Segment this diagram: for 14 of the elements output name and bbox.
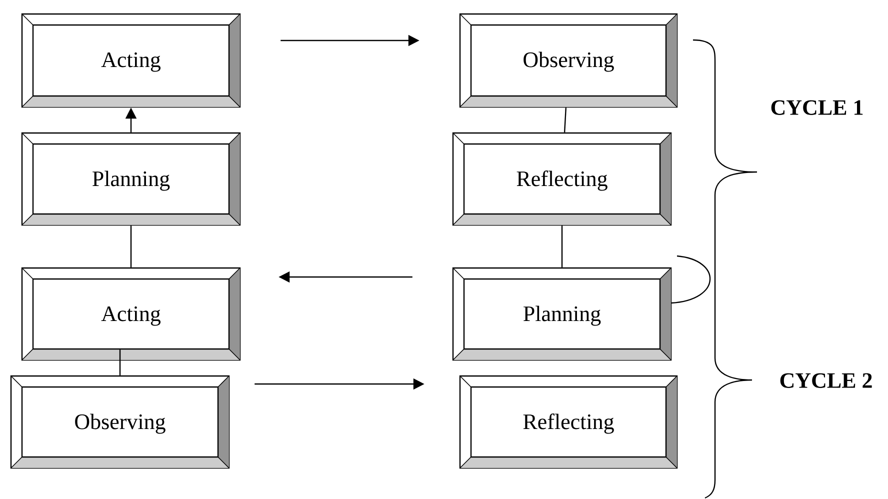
bevel-box: Observing (10, 375, 230, 469)
connector-line (119, 350, 121, 376)
connector-line (130, 226, 132, 268)
bevel-box: Acting (21, 267, 241, 361)
bevel-box: Observing (459, 13, 678, 108)
cycle-label: CYCLE 1 (771, 100, 863, 115)
bevel-box: Acting (21, 13, 241, 108)
bevel-box: Reflecting (459, 375, 678, 469)
bevel-box: Planning (452, 267, 672, 361)
connector-line (561, 226, 563, 268)
cycle-label: CYCLE 2 (780, 373, 872, 388)
bevel-box: Reflecting (452, 132, 672, 226)
bevel-box: Planning (21, 132, 241, 226)
connector-line (564, 108, 567, 132)
